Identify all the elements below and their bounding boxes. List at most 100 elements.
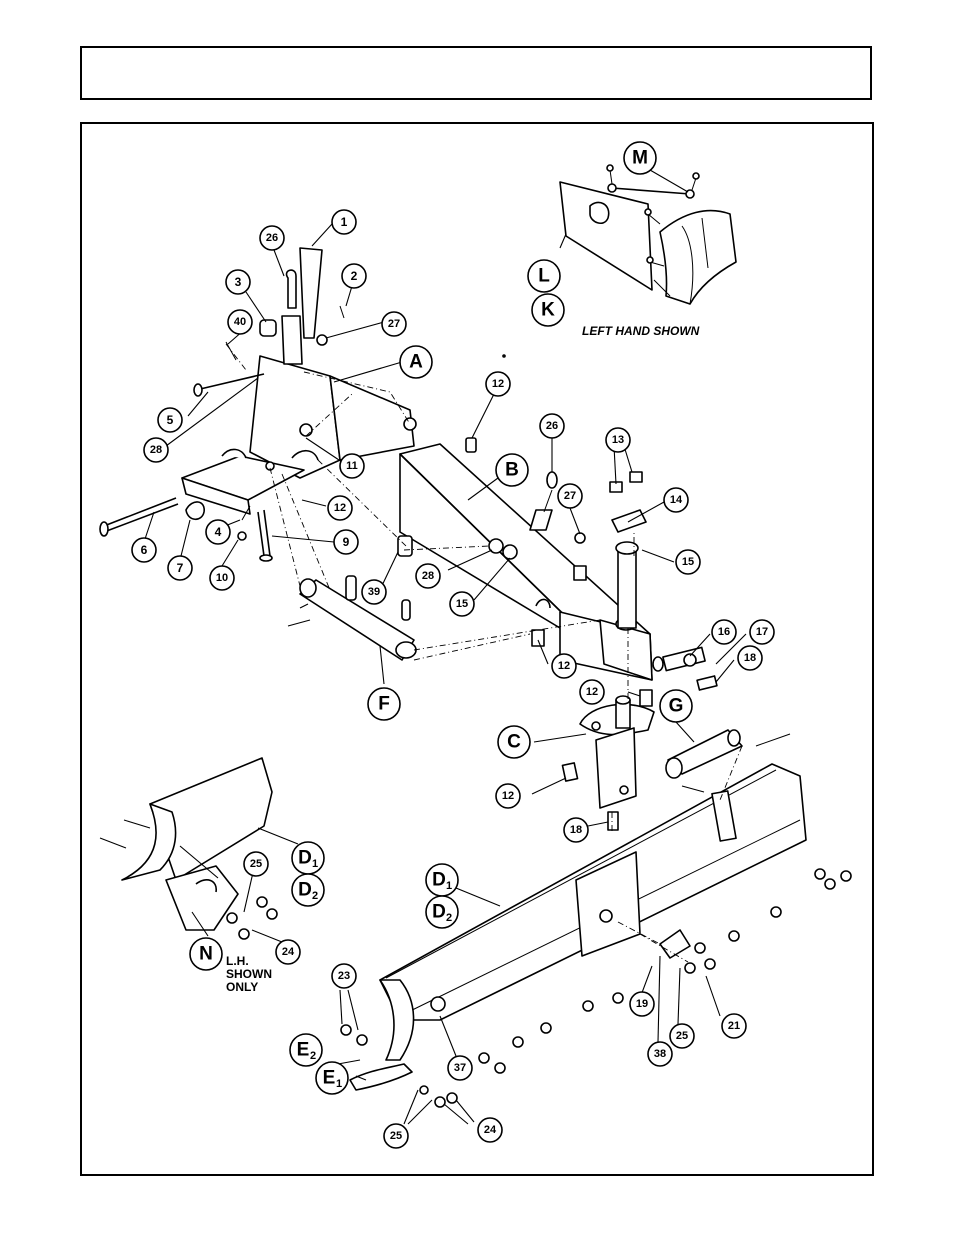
callout-c5: 5 — [157, 407, 183, 433]
lh-line-3: ONLY — [226, 980, 259, 994]
callout-label: 23 — [338, 970, 350, 982]
lh-shown-only-note: L.H. SHOWN ONLY — [226, 955, 272, 994]
callout-circle — [449, 591, 475, 617]
callout-label: 12 — [492, 378, 504, 390]
callout-label: 39 — [368, 586, 380, 598]
callout-label: 28 — [150, 444, 162, 456]
callout-circle — [291, 873, 325, 907]
callout-circle — [333, 529, 359, 555]
callout-circle — [721, 1013, 747, 1039]
callout-c37: 37 — [447, 1055, 473, 1081]
callout-circle — [157, 407, 183, 433]
callout-label: 24 — [282, 946, 295, 958]
callout-label: 12 — [334, 502, 346, 514]
callout-circle — [669, 1023, 695, 1049]
callout-cG: G — [659, 689, 693, 723]
callout-circle — [289, 1033, 323, 1067]
callout-label: 25 — [390, 1130, 402, 1142]
callout-c27b: 27 — [557, 483, 583, 509]
callout-label: 15 — [682, 556, 694, 568]
callout-c7: 7 — [167, 555, 193, 581]
callout-circle — [205, 519, 231, 545]
callout-c40: 40 — [227, 309, 253, 335]
callout-label: 10 — [216, 572, 228, 584]
callout-circle — [527, 259, 561, 293]
callout-circle — [383, 1123, 409, 1149]
callout-c23: 23 — [331, 963, 357, 989]
callout-label: 19 — [636, 998, 648, 1010]
callout-c12a: 12 — [327, 495, 353, 521]
callout-label: 5 — [167, 413, 174, 427]
callout-circle — [485, 371, 511, 397]
callout-label: K — [541, 300, 555, 321]
link-f — [287, 535, 417, 661]
callout-c25a: 25 — [243, 851, 269, 877]
callout-circle — [243, 851, 269, 877]
callout-label: 26 — [266, 232, 278, 244]
callout-cF: F — [367, 687, 401, 721]
callout-label: 18 — [744, 652, 756, 664]
callout-c18b: 18 — [563, 817, 589, 843]
callout-circle — [647, 1041, 673, 1067]
callout-circle — [477, 1117, 503, 1143]
callout-circle — [539, 413, 565, 439]
callout-c12c: 12 — [551, 653, 577, 679]
callout-circle — [189, 937, 223, 971]
callout-c15a: 15 — [449, 591, 475, 617]
callout-circle — [361, 579, 387, 605]
callout-c38: 38 — [647, 1041, 673, 1067]
callout-circle — [675, 549, 701, 575]
callout-label: C — [507, 732, 521, 753]
callout-label: 27 — [388, 318, 400, 330]
callout-c9: 9 — [333, 529, 359, 555]
callout-label: 25 — [676, 1030, 688, 1042]
callout-label: D — [298, 880, 312, 901]
callout-c27a: 27 — [381, 311, 407, 337]
callout-c39: 39 — [361, 579, 387, 605]
callout-c12d: 12 — [579, 679, 605, 705]
callout-c1: 1 — [331, 209, 357, 235]
callout-c19: 19 — [629, 991, 655, 1017]
callout-circle — [327, 495, 353, 521]
callout-circle — [447, 1055, 473, 1081]
callout-circle — [225, 269, 251, 295]
callout-label: 40 — [234, 316, 246, 328]
callout-label: 14 — [670, 494, 683, 506]
callout-label: 38 — [654, 1048, 666, 1060]
callout-c14: 14 — [663, 487, 689, 513]
callout-circle — [557, 483, 583, 509]
callout-subscript: 1 — [446, 880, 452, 892]
callout-c25c: 25 — [669, 1023, 695, 1049]
left-hand-shown-note: LEFT HAND SHOWN — [582, 324, 700, 338]
callout-label: L — [538, 266, 550, 287]
callout-circle — [563, 817, 589, 843]
callout-c16: 16 — [711, 619, 737, 645]
callout-label: E — [297, 1040, 310, 1061]
callout-subscript: 1 — [336, 1078, 342, 1090]
callout-circle — [415, 563, 441, 589]
callout-label: 12 — [502, 790, 514, 802]
callout-circle — [381, 311, 407, 337]
callout-label: F — [378, 694, 390, 715]
callout-circle — [167, 555, 193, 581]
callout-label: A — [409, 352, 423, 373]
assembly-lines — [225, 343, 743, 963]
cylinder-g — [665, 729, 791, 793]
callout-label: 13 — [612, 434, 624, 446]
callout-label: 3 — [235, 275, 242, 289]
callout-subscript: 2 — [446, 912, 452, 924]
callout-c12b: 12 — [485, 371, 511, 397]
callout-circle — [749, 619, 775, 645]
callout-c13: 13 — [605, 427, 631, 453]
callout-label: 21 — [728, 1020, 740, 1032]
callout-circle — [209, 565, 235, 591]
frame-b-hardware — [488, 471, 718, 707]
callout-cA: A — [399, 345, 433, 379]
callout-circle — [629, 991, 655, 1017]
callout-c28a: 28 — [143, 437, 169, 463]
callout-c24b: 24 — [477, 1117, 503, 1143]
callout-cN: N — [189, 937, 223, 971]
callout-circle — [227, 309, 253, 335]
